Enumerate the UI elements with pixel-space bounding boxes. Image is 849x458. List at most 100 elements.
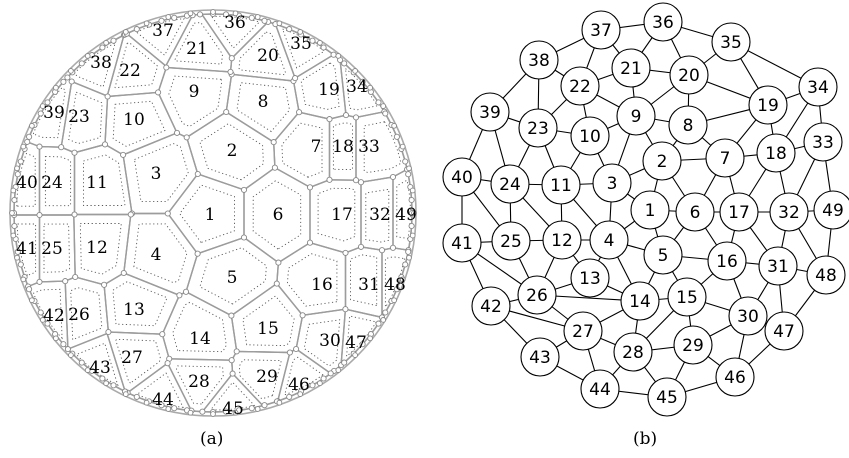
- graph-node-label: 34: [807, 78, 829, 98]
- graph-node-7: 7: [705, 138, 745, 178]
- voronoi-vertex: [326, 176, 333, 183]
- voronoi-inner-region-22: [114, 41, 158, 89]
- graph-node-label: 42: [480, 297, 502, 317]
- graph-node-circle: [613, 332, 653, 372]
- graph-node-label: 22: [569, 77, 591, 97]
- voronoi-vertex: [286, 393, 293, 400]
- graph-node-6: 6: [675, 192, 715, 232]
- boundary-vertex: [187, 409, 194, 416]
- graph-node-41: 41: [442, 223, 482, 263]
- voronoi-vertex: [196, 11, 204, 18]
- graph-node-circle: [442, 223, 482, 263]
- voronoi-cell-label-31: 31: [358, 275, 380, 295]
- voronoi-vertex: [408, 196, 415, 204]
- graph-node-circle: [589, 220, 629, 260]
- voronoi-vertex: [228, 357, 235, 364]
- graph-node-47: 47: [764, 311, 804, 351]
- boundary-vertex: [399, 143, 406, 150]
- graph-node-46: 46: [715, 357, 755, 397]
- voronoi-inner-region-6: [252, 180, 302, 250]
- boundary-vertex: [20, 143, 27, 150]
- graph-node-1: 1: [630, 190, 670, 230]
- voronoi-vertex: [229, 370, 236, 377]
- voronoi-cell-label-33: 33: [358, 137, 380, 157]
- voronoi-cell-label-36: 36: [224, 13, 246, 33]
- voronoi-inner-region-23: [68, 91, 103, 144]
- voronoi-vertex: [155, 89, 162, 96]
- graph-node-label: 5: [658, 246, 669, 266]
- voronoi-inner-region-15: [242, 295, 295, 347]
- graph-node-20: 20: [669, 55, 709, 95]
- graph-node-label: 47: [773, 322, 795, 342]
- graph-node-label: 32: [778, 203, 800, 223]
- voronoi-vertex: [233, 348, 240, 355]
- graph-node-15: 15: [667, 277, 707, 317]
- voronoi-vertex: [164, 360, 171, 367]
- boundary-vertex: [10, 232, 17, 239]
- boundary-vertex: [122, 391, 129, 397]
- boundary-vertex: [391, 297, 397, 304]
- graph-node-circle: [563, 311, 603, 351]
- voronoi-vertex: [222, 408, 230, 415]
- voronoi-cell-label-48: 48: [384, 275, 406, 295]
- graph-node-42: 42: [471, 286, 511, 326]
- graph-node-circle: [707, 241, 747, 281]
- graph-node-circle: [491, 221, 531, 261]
- graph-node-label: 25: [500, 232, 522, 252]
- boundary-vertex: [10, 187, 17, 194]
- graph-node-40: 40: [442, 157, 482, 197]
- graph-node-28: 28: [613, 332, 653, 372]
- voronoi-vertex: [270, 139, 277, 146]
- boundary-vertex: [411, 210, 417, 216]
- graph-node-label: 8: [683, 116, 694, 136]
- boundary-vertex: [53, 84, 59, 91]
- graph-node-label: 18: [765, 144, 787, 164]
- graph-node-label: 1: [645, 201, 656, 221]
- boundary-vertex: [210, 411, 216, 417]
- voronoi-vertex: [171, 405, 178, 412]
- graph-node-label: 12: [551, 231, 573, 251]
- boundary-vertex: [409, 187, 416, 194]
- boundary-vertex: [29, 122, 35, 129]
- graph-node-circle: [518, 108, 558, 148]
- boundary-vertex: [367, 84, 373, 91]
- voronoi-vertex: [36, 143, 43, 150]
- voronoi-vertex: [382, 110, 389, 117]
- voronoi-vertex: [273, 280, 280, 287]
- graph-node-31: 31: [758, 246, 798, 286]
- graph-node-10: 10: [570, 116, 610, 156]
- boundary-vertex: [380, 317, 387, 323]
- graph-node-29: 29: [673, 325, 713, 365]
- boundary-vertex: [297, 29, 304, 35]
- voronoi-cell-label-8: 8: [258, 92, 269, 112]
- voronoi-inner-region-32: [365, 188, 390, 243]
- graph-node-circle: [592, 163, 632, 203]
- graph-node-label: 49: [822, 201, 844, 221]
- voronoi-vertex: [182, 288, 190, 295]
- voronoi-vertex: [357, 243, 365, 250]
- graph-node-11: 11: [541, 165, 581, 205]
- boundary-vertex: [187, 10, 194, 17]
- boundary-vertex: [276, 20, 283, 27]
- boundary-vertex: [165, 406, 172, 412]
- graph-node-label: 45: [656, 388, 678, 408]
- boundary-vertex: [406, 254, 412, 261]
- voronoi-vertex: [296, 109, 303, 116]
- voronoi-vertex: [199, 408, 206, 415]
- voronoi-vertex: [223, 108, 230, 116]
- graph-node-circle: [611, 48, 651, 88]
- voronoi-inner-region-21: [174, 22, 223, 65]
- graph-node-48: 48: [806, 255, 846, 295]
- graph-node-circle: [616, 96, 656, 136]
- voronoi-vertex: [78, 359, 85, 366]
- graph-node-label: 48: [815, 266, 837, 286]
- graph-node-34: 34: [798, 67, 838, 107]
- graph-node-4: 4: [589, 220, 629, 260]
- voronoi-cell-label-34: 34: [346, 77, 368, 97]
- voronoi-cell-label-38: 38: [90, 53, 112, 73]
- voronoi-vertex: [71, 211, 78, 218]
- graph-node-17: 17: [719, 192, 759, 232]
- voronoi-vertex: [159, 331, 166, 338]
- voronoi-inner-region-3: [134, 143, 189, 203]
- graph-node-21: 21: [611, 48, 651, 88]
